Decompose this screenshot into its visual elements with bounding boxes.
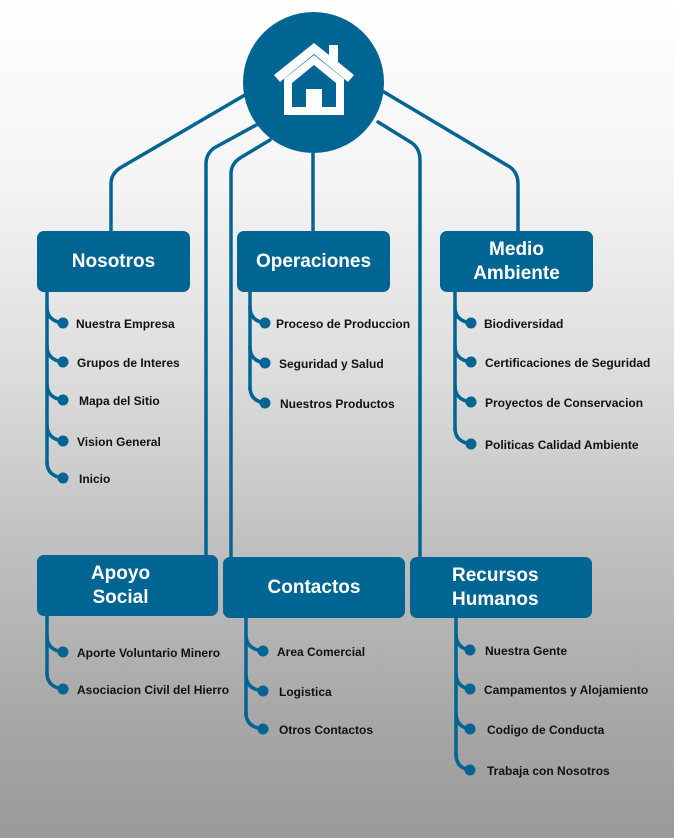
- section-title-line2: Ambiente: [473, 262, 560, 284]
- bullet-dot: [465, 438, 477, 450]
- connector-contactos: [229, 138, 272, 562]
- bullet-dot: [57, 472, 69, 484]
- nav-item-trabaja-con-nosotros[interactable]: Trabaja con Nosotros: [487, 764, 610, 778]
- bullet-dot: [57, 317, 69, 329]
- nav-item-nuestros-productos[interactable]: Nuestros Productos: [280, 397, 395, 411]
- section-title: Nosotros: [71, 250, 156, 272]
- section-medio-ambiente[interactable]: Medio Ambiente: [440, 231, 593, 292]
- section-title: Contactos: [267, 576, 361, 598]
- section-title-line1: Apoyo: [90, 562, 151, 584]
- section-nosotros[interactable]: Nosotros: [37, 231, 190, 292]
- bullet-dot: [57, 356, 69, 368]
- section-title-line1: Recursos: [452, 564, 539, 586]
- nav-item-campamentos-y-alojamiento[interactable]: Campamentos y Alojamiento: [484, 683, 649, 697]
- nav-item-seguridad-y-salud[interactable]: Seguridad y Salud: [279, 357, 384, 371]
- section-recursos-humanos[interactable]: Recursos Humanos: [410, 557, 592, 618]
- nav-item-grupos-de-interes[interactable]: Grupos de Interes: [77, 356, 180, 370]
- section-title: Operaciones: [255, 250, 372, 272]
- home-icon: [273, 42, 354, 115]
- connector-nosotros: [109, 90, 252, 234]
- nav-item-vision-general[interactable]: Vision General: [77, 435, 161, 449]
- bullet-dot: [259, 357, 271, 369]
- nav-item-proceso-de-produccion[interactable]: Proceso de Produccion: [276, 317, 411, 331]
- nav-item-codigo-de-conducta[interactable]: Codigo de Conducta: [487, 723, 605, 737]
- bullet-dot: [257, 723, 269, 735]
- nav-item-aporte-voluntario-minero[interactable]: Aporte Voluntario Minero: [77, 646, 221, 660]
- section-apoyo-social[interactable]: Apoyo Social: [37, 555, 218, 616]
- bullet-dot: [259, 397, 271, 409]
- bullet-dot: [257, 645, 269, 657]
- bullet-dot: [57, 683, 69, 695]
- nav-item-politicas-calidad-ambiente[interactable]: Politicas Calidad Ambiente: [485, 438, 639, 452]
- section-title-line2: Humanos: [452, 588, 539, 610]
- bullet-dot: [465, 317, 477, 329]
- connector-recursos-humanos: [376, 120, 422, 562]
- bullet-dot: [464, 723, 476, 735]
- nav-item-biodiversidad[interactable]: Biodiversidad: [484, 317, 564, 331]
- home-hub[interactable]: [243, 12, 384, 153]
- nav-item-proyectos-de-conservacion[interactable]: Proyectos de Conservacion: [485, 396, 644, 410]
- section-title-line2: Social: [92, 586, 149, 608]
- nav-item-asociacion-civil-del-hierro[interactable]: Asociacion Civil del Hierro: [77, 683, 230, 697]
- section-operaciones[interactable]: Operaciones: [237, 231, 390, 292]
- nav-item-nuestra-empresa[interactable]: Nuestra Empresa: [76, 317, 175, 331]
- bullet-dot: [57, 646, 69, 658]
- nav-item-certificaciones-de-seguridad[interactable]: Certificaciones de Seguridad: [485, 356, 651, 370]
- bullet-dot: [464, 764, 476, 776]
- bullet-dot: [57, 435, 69, 447]
- nav-item-area-comercial[interactable]: Area Comercial: [277, 645, 366, 659]
- bullet-dot: [464, 683, 476, 695]
- nav-item-inicio[interactable]: Inicio: [79, 472, 111, 486]
- section-contactos[interactable]: Contactos: [223, 557, 405, 618]
- connector-medio-ambiente: [382, 90, 520, 234]
- bullet-dot: [465, 356, 477, 368]
- bullet-dot: [257, 685, 269, 697]
- bullet-dot: [464, 644, 476, 656]
- section-title-line1: Medio: [489, 238, 544, 260]
- nav-item-mapa-del-sitio[interactable]: Mapa del Sitio: [79, 394, 160, 408]
- nav-item-logistica[interactable]: Logistica: [279, 685, 332, 699]
- bullet-dot: [57, 394, 69, 406]
- nav-item-nuestra-gente[interactable]: Nuestra Gente: [485, 644, 568, 658]
- nav-item-otros-contactos[interactable]: Otros Contactos: [279, 723, 374, 737]
- bullet-dot: [465, 396, 477, 408]
- bullet-dot: [259, 317, 271, 329]
- connector-apoyo-social: [204, 122, 260, 558]
